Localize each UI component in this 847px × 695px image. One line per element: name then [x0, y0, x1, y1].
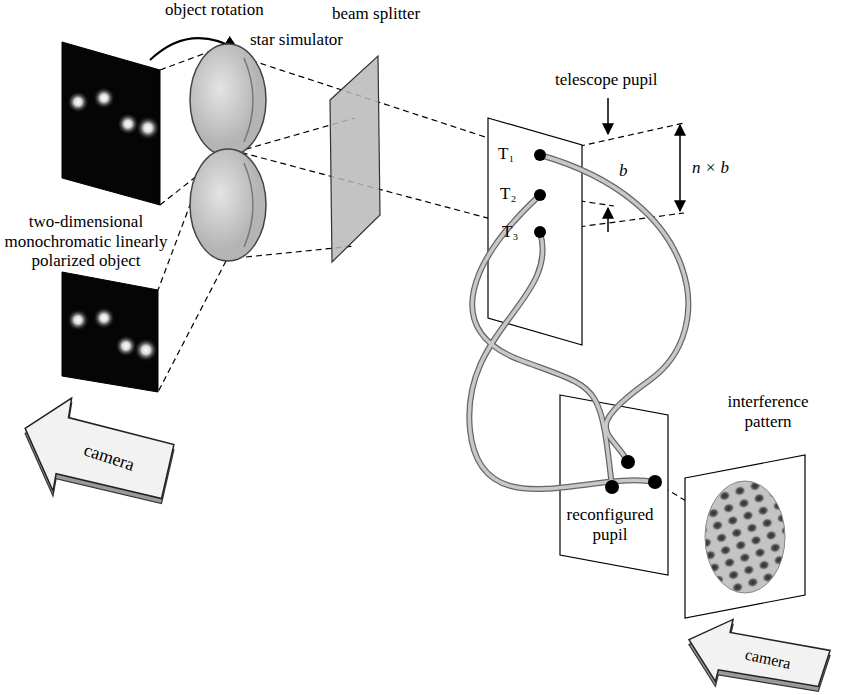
- camera-symbol: camera: [22, 396, 177, 504]
- object-panel: [67, 91, 89, 113]
- star-simulator-lens: [190, 44, 266, 261]
- interference-screen: [685, 455, 805, 618]
- dimension-label: n × b: [692, 158, 729, 178]
- component-label: interference pattern: [718, 392, 818, 431]
- telescope-pupil-plane: [488, 118, 582, 345]
- object-image-panel: [62, 272, 158, 392]
- interference-screen: [705, 481, 785, 593]
- star-simulator-lens: [244, 58, 253, 142]
- optical-fiber: [469, 155, 688, 489]
- star-simulator-lens: [190, 44, 266, 156]
- object-panel: [62, 42, 160, 205]
- beam-splitter-plate: [330, 56, 380, 262]
- sub-aperture-hole: [534, 149, 662, 494]
- sub-aperture-hole: [621, 455, 635, 469]
- object-image-panel: [115, 335, 137, 357]
- object-image-panel: [93, 307, 115, 329]
- optical-fiber: [469, 155, 688, 489]
- camera-face: [689, 619, 830, 686]
- optical-fiber: [540, 155, 688, 462]
- camera-face: [25, 398, 174, 498]
- dimension-arrow: [607, 208, 609, 232]
- dimension-arrow: [607, 98, 609, 134]
- component-label: star simulator: [250, 30, 343, 50]
- sub-aperture-hole: [534, 189, 546, 201]
- object-label: two-dimensional monochromatic linearly p…: [2, 212, 170, 271]
- sub-aperture-hole: [648, 475, 662, 489]
- object-image-panel: [62, 272, 158, 392]
- component-label: beam splitter: [332, 4, 420, 24]
- object-panel: [93, 87, 115, 109]
- dimension-arrow: [679, 125, 681, 211]
- star-simulator-lens: [190, 149, 266, 261]
- telescope-label: T₂: [500, 184, 516, 204]
- telescope-label: T₃: [502, 222, 518, 242]
- interference-screen: [685, 455, 805, 618]
- motion-label: object rotation: [165, 0, 264, 20]
- telescope-label: T₁: [498, 144, 514, 164]
- object-panel: [136, 116, 160, 140]
- sub-aperture-hole: [605, 480, 619, 494]
- object-panel: [62, 42, 160, 205]
- optical-fiber: [469, 155, 688, 489]
- sub-aperture-hole: [534, 226, 546, 238]
- optical-fiber: [540, 155, 688, 462]
- dimension-arrow: [608, 98, 680, 232]
- ray-line: [158, 261, 226, 392]
- star-simulator-lens: [244, 163, 253, 247]
- telescope-pupil-plane: [488, 118, 582, 345]
- object-image-panel: [134, 338, 158, 362]
- optical-fiber: [469, 232, 655, 489]
- dimension-label: b: [619, 161, 628, 181]
- object-image-panel: [67, 309, 89, 331]
- component-label: telescope pupil: [555, 70, 657, 90]
- sub-aperture-hole: [534, 149, 546, 161]
- camera-symbol: camera: [686, 618, 833, 690]
- optical-fiber: [469, 232, 655, 489]
- object-panel: [117, 113, 139, 135]
- component-label: reconfigured pupil: [560, 505, 660, 544]
